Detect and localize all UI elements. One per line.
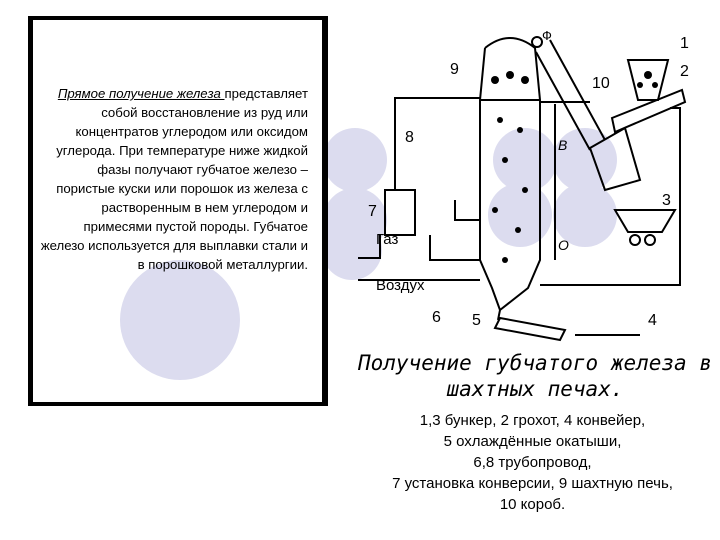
label-8: 8 [405, 129, 414, 146]
pellets [491, 71, 658, 263]
label-phi: Ф [542, 28, 552, 43]
conversion-unit-7 [384, 189, 416, 236]
label-b: В [558, 137, 567, 153]
description-title: Прямое получение железа [57, 86, 225, 101]
description-body: представляет собой восстановление из руд… [40, 86, 308, 272]
label-1: 1 [680, 35, 689, 52]
bg-circle [120, 260, 240, 380]
bg-circle [323, 128, 387, 192]
label-gas: Газ [376, 231, 398, 248]
box-10 [588, 126, 642, 192]
pipeline-6 [429, 235, 480, 261]
label-4: 4 [648, 312, 657, 329]
legend-line: 5 охлаждённые окатыши, [443, 433, 622, 450]
label-10: 10 [592, 75, 610, 92]
shaft-furnace [479, 37, 541, 321]
caption-legend: 1,3 бункер, 2 грохот, 4 конвейер, 5 охла… [345, 410, 720, 515]
screen-2 [610, 88, 687, 134]
roller [644, 234, 656, 246]
label-air: Воздух [376, 277, 425, 294]
bg-circle [553, 183, 617, 247]
label-9: 9 [450, 61, 459, 78]
bg-circle [322, 220, 382, 280]
label-5: 5 [472, 312, 481, 329]
shaft-furnace-diagram: 1 2 3 4 5 6 7 8 9 10 Газ Воздух В О Ф [358, 28, 689, 342]
pipeline-lower [454, 200, 480, 221]
description-text: Прямое получение железа представляет соб… [40, 84, 308, 274]
caption-title: Получение губчатого железа в шахтных печ… [357, 351, 712, 401]
legend-line: 10 короб. [499, 496, 566, 513]
bunker-3 [613, 209, 677, 233]
label-3: 3 [662, 192, 671, 209]
description-panel [28, 16, 328, 406]
legend-line: 6,8 трубопровод, [473, 454, 592, 471]
label-6: 6 [432, 309, 441, 326]
pipeline-right [540, 101, 681, 286]
bg-circle [488, 183, 552, 247]
chute-valve [531, 36, 543, 48]
roller [629, 234, 641, 246]
gas-inlet [358, 235, 381, 259]
inlet-chute [535, 39, 606, 151]
conveyor-5 [493, 316, 567, 342]
label-2: 2 [680, 63, 689, 80]
legend-line: 7 установка конверсии, 9 шахтную печь, [392, 475, 673, 492]
legend-line: 1,3 бункер, 2 грохот, 4 конвейер, [419, 412, 646, 429]
label-7: 7 [368, 203, 377, 220]
bunker-1 [626, 59, 670, 101]
label-o: О [558, 237, 569, 253]
pipeline-8 [394, 97, 480, 190]
